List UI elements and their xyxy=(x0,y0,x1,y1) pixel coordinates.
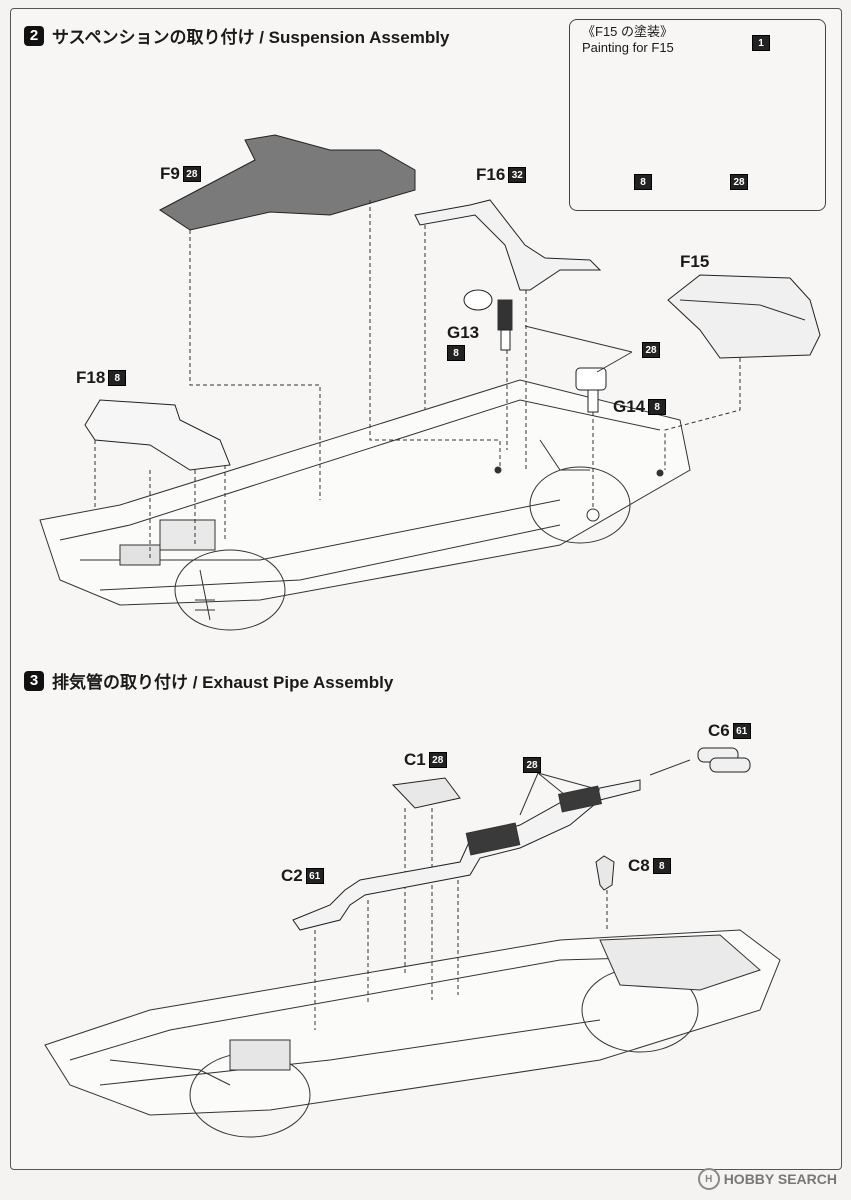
part-name: G13 xyxy=(447,323,480,342)
part-name: F16 xyxy=(476,165,506,184)
inset-title-en: Painting for F15 xyxy=(582,40,674,55)
part-label-g14: G14 8 xyxy=(613,397,667,417)
paint-code-badge: 32 xyxy=(508,167,527,183)
paint-code-badge: 28 xyxy=(182,166,201,182)
part-name: C8 xyxy=(628,856,650,875)
step-number-badge: 2 xyxy=(24,25,44,46)
step-2-title: 2 サスペンションの取り付け / Suspension Assembly xyxy=(24,23,449,48)
part-f16-shape xyxy=(414,199,602,291)
step-number-badge: 3 xyxy=(24,670,44,691)
part-f9-shape xyxy=(159,134,416,231)
part-name: F9 xyxy=(160,164,180,183)
part-name: F18 xyxy=(76,368,106,387)
part-label-c6: C6 61 xyxy=(708,721,751,741)
part-g14-shape xyxy=(575,367,607,413)
paint-code-badge: 8 xyxy=(108,370,127,386)
part-f18-shape xyxy=(84,399,231,471)
paint-code-badge: 61 xyxy=(305,868,324,884)
callout-paint-code-28: 28 xyxy=(642,342,660,358)
watermark-text: HOBBY SEARCH xyxy=(723,1171,837,1187)
inset-paint-code-8: 8 xyxy=(634,174,652,190)
part-name: G14 xyxy=(613,397,646,416)
part-name: C2 xyxy=(281,866,303,885)
step-title-text: 排気管の取り付け / Exhaust Pipe Assembly xyxy=(52,673,394,692)
part-c8-shape xyxy=(595,855,615,891)
part-label-g13: G13 8 xyxy=(447,323,479,361)
exhaust-chassis-drawing xyxy=(44,929,781,1138)
watermark: H HOBBY SEARCH xyxy=(697,1168,837,1190)
part-label-f18: F18 8 xyxy=(76,368,127,388)
callout-paint-code-28: 28 xyxy=(523,757,541,773)
part-label-c2: C2 61 xyxy=(281,866,324,886)
hobby-search-logo-icon: H xyxy=(697,1168,720,1190)
part-c1-shape xyxy=(391,777,461,809)
paint-code-badge: 61 xyxy=(732,723,751,739)
part-label-f15: F15 xyxy=(680,252,709,272)
part-c6-shape xyxy=(697,747,751,773)
part-label-c1: C1 28 xyxy=(404,750,447,770)
paint-code-badge: 8 xyxy=(648,399,667,415)
f15-painting-inset: 《F15 の塗装》 Painting for F15 xyxy=(569,19,826,211)
part-name: F15 xyxy=(680,252,710,271)
paint-code-badge: 28 xyxy=(428,752,447,768)
inset-title: 《F15 の塗装》 Painting for F15 xyxy=(582,24,674,56)
part-name: C1 xyxy=(404,750,426,769)
part-name: C6 xyxy=(708,721,730,740)
part-label-c8: C8 8 xyxy=(628,856,671,876)
inset-paint-code-28: 28 xyxy=(730,174,748,190)
part-label-f9: F9 28 xyxy=(160,164,201,184)
step-title-text: サスペンションの取り付け / Suspension Assembly xyxy=(52,28,450,47)
step-3-title: 3 排気管の取り付け / Exhaust Pipe Assembly xyxy=(24,668,393,693)
paint-code-badge: 8 xyxy=(652,858,671,874)
part-f15-shape xyxy=(667,274,821,359)
exhaust-pipe-drawing xyxy=(292,779,641,931)
paint-code-badge: 8 xyxy=(447,345,465,361)
part-g13-shape xyxy=(463,289,513,351)
inset-paint-code-1: 1 xyxy=(752,35,770,51)
inset-title-jp: 《F15 の塗装》 xyxy=(582,24,674,39)
part-label-f16: F16 32 xyxy=(476,165,527,185)
